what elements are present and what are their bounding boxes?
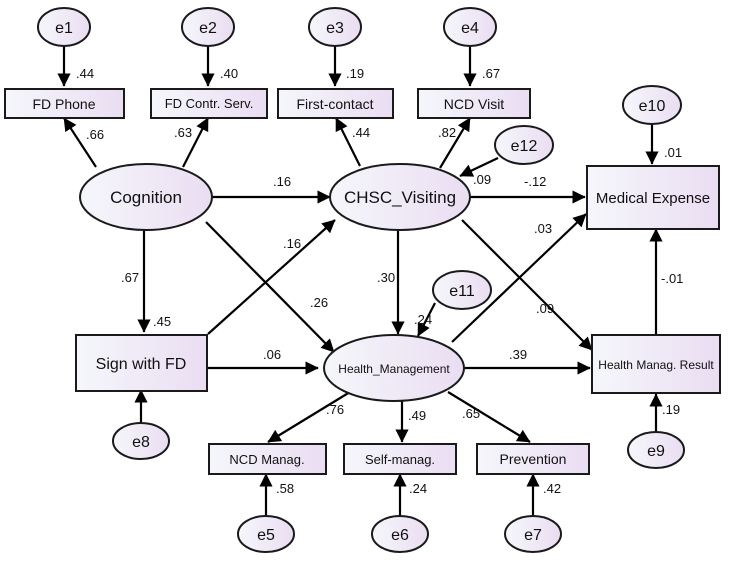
coef-health-management-medical-expense: .03 — [534, 221, 552, 236]
node-cognition: Cognition — [79, 163, 213, 231]
node-e4-label: e4 — [461, 20, 479, 37]
node-e3-label: e3 — [326, 20, 344, 37]
coef-cognition-health-management: .26 — [310, 295, 328, 310]
error-term-nodes: e1 e2 e3 e4 e10 e12 e11 e8 — [37, 7, 685, 553]
edge-chsc-first-contact — [335, 117, 361, 167]
edge-chsc-ncd-visit — [439, 117, 471, 169]
coef-chsc-health-manag-result: .09 — [536, 301, 554, 316]
node-ncd-visit: NCD Visit — [417, 88, 531, 119]
node-e11: e11 — [432, 270, 492, 310]
coef-health-management-health-manag-result: .39 — [509, 347, 527, 362]
node-e8-label: e8 — [132, 434, 150, 451]
node-health-manag-result-label: Health Manag. Result — [598, 358, 714, 372]
node-e10-label: e10 — [639, 98, 666, 115]
node-e9-label: e9 — [647, 443, 665, 460]
coef-chsc-health-management: .30 — [377, 270, 395, 285]
node-prevention: Prevention — [476, 443, 590, 475]
node-fd-contr-serv-label: FD Contr. Serv. — [165, 96, 254, 111]
node-prevention-label: Prevention — [500, 451, 567, 467]
node-e2: e2 — [181, 7, 235, 47]
coef-sign-r2: .45 — [153, 314, 171, 329]
node-e7: e7 — [504, 515, 562, 553]
coef-e12-chsc: .09 — [473, 172, 491, 187]
node-ncd-visit-label: NCD Visit — [444, 96, 505, 112]
coef-hm-prevention: .65 — [462, 406, 480, 421]
edge-e11-health-management — [417, 302, 436, 337]
edge-e12-chsc — [459, 157, 499, 177]
coef-hm-ncd-manag: .76 — [326, 402, 344, 417]
coef-chsc-medical-expense: -.12 — [524, 174, 546, 189]
node-e6: e6 — [371, 515, 429, 553]
coef-cognition-fd-phone: .66 — [86, 127, 104, 142]
node-e5-label: e5 — [257, 527, 275, 544]
node-e1-label: e1 — [55, 20, 73, 37]
coef-e10-medical-expense: .01 — [664, 145, 682, 160]
node-self-manag-label: Self-manag. — [365, 452, 435, 467]
node-e5: e5 — [237, 515, 295, 553]
coef-chsc-ncd-visit: .82 — [438, 125, 456, 140]
node-e2-label: e2 — [199, 20, 217, 37]
node-e12-label: e12 — [511, 138, 538, 155]
node-e3: e3 — [308, 7, 362, 47]
node-sign-with-fd: Sign with FD — [75, 334, 208, 392]
observed-variable-nodes: FD Phone FD Contr. Serv. First-contact N… — [4, 88, 721, 475]
node-health-management: Health_Management — [323, 334, 465, 402]
node-first-contact: First-contact — [277, 88, 394, 119]
node-e8: e8 — [112, 422, 170, 460]
edge-cognition-health-management — [205, 221, 335, 353]
node-e1: e1 — [37, 7, 91, 47]
node-first-contact-label: First-contact — [296, 96, 373, 112]
node-e12: e12 — [494, 125, 554, 165]
node-e6-label: e6 — [391, 527, 409, 544]
edge-hm-prevention — [447, 391, 531, 443]
coef-health-manag-result-medical-expense: -.01 — [661, 271, 683, 286]
node-medical-expense-label: Medical Expense — [596, 190, 710, 207]
node-fd-phone: FD Phone — [4, 88, 125, 119]
coef-e7-prevention: .42 — [543, 481, 561, 496]
coef-sign-health-management: .06 — [263, 347, 281, 362]
edge-cognition-fd-phone — [63, 117, 97, 168]
coef-sign-chsc: .16 — [283, 236, 301, 251]
node-chsc-visiting-label: CHSC_Visiting — [344, 188, 456, 207]
node-e7-label: e7 — [524, 527, 542, 544]
latent-variable-nodes: Cognition CHSC_Visiting Health_Managemen… — [79, 163, 471, 402]
coef-cognition-sign: .67 — [121, 270, 139, 285]
coef-chsc-first-contact: .44 — [352, 125, 370, 140]
edge-hm-ncd-manag — [267, 391, 351, 443]
coef-e5-ncd-manag: .58 — [276, 481, 294, 496]
node-chsc-visiting: CHSC_Visiting — [329, 163, 471, 231]
coef-e2-fd-contr: .40 — [220, 66, 238, 81]
node-health-management-label: Health_Management — [338, 362, 450, 376]
coef-e3-first-contact: .19 — [346, 66, 364, 81]
coef-e4-ncd-visit: .67 — [482, 66, 500, 81]
coef-e9-health-manag-result: .19 — [662, 402, 680, 417]
node-health-manag-result: Health Manag. Result — [591, 334, 721, 394]
coef-e11-health-management: .24 — [414, 312, 432, 327]
node-e4: e4 — [443, 7, 497, 47]
node-e9: e9 — [627, 431, 685, 469]
node-ncd-manag-label: NCD Manag. — [229, 452, 304, 467]
node-e10: e10 — [622, 85, 682, 125]
coef-cognition-chsc: .16 — [273, 174, 291, 189]
node-sign-with-fd-label: Sign with FD — [96, 356, 187, 373]
coef-e1-fd-phone: .44 — [76, 66, 94, 81]
coef-e6-self-manag: .24 — [409, 481, 427, 496]
coef-cognition-fd-contr: .63 — [174, 125, 192, 140]
node-fd-contr-serv: FD Contr. Serv. — [150, 88, 268, 119]
node-self-manag: Self-manag. — [343, 443, 457, 475]
coef-hm-self-manag: .49 — [408, 408, 426, 423]
node-medical-expense: Medical Expense — [586, 165, 720, 230]
edge-cognition-fd-contr — [182, 117, 209, 168]
node-ncd-manag: NCD Manag. — [208, 443, 327, 475]
edges — [57, 46, 663, 516]
node-fd-phone-label: FD Phone — [32, 96, 95, 112]
edge-sign-chsc — [207, 219, 336, 335]
edge-chsc-health-manag-result — [461, 219, 593, 351]
coefficient-labels: .44 .40 .19 .67 .01 .66 .63 .44 .82 .09 … — [76, 66, 683, 496]
node-cognition-label: Cognition — [110, 188, 182, 207]
node-e11-label: e11 — [449, 283, 475, 300]
